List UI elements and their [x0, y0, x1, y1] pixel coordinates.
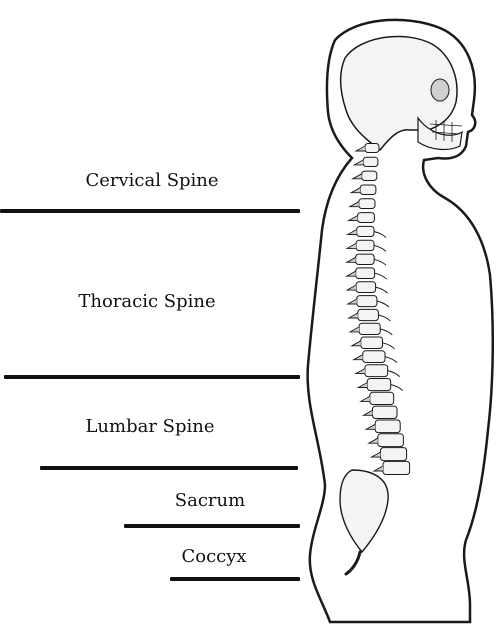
- spinous-process: [346, 215, 358, 222]
- rib-stub: [373, 231, 387, 238]
- vertebra: [355, 267, 376, 279]
- spinous-process: [361, 409, 373, 416]
- rib-stub: [382, 342, 395, 350]
- rib-stub: [378, 314, 391, 322]
- spinous-process: [348, 201, 360, 208]
- sacrum-label: Sacrum: [174, 490, 246, 511]
- vertebra: [355, 281, 377, 294]
- coccyx-bone: [344, 550, 362, 576]
- spinous-process: [345, 284, 357, 291]
- vertebra: [355, 239, 375, 252]
- divider-lumbar-sacrum: [40, 466, 298, 470]
- rib-stub: [380, 328, 393, 336]
- spinous-process: [349, 187, 361, 194]
- vertebra: [364, 143, 380, 153]
- spinous-process: [367, 437, 379, 444]
- vertebra: [361, 170, 378, 182]
- spinous-process: [345, 229, 357, 235]
- teeth-icon: [429, 120, 463, 142]
- rib-stub: [373, 258, 387, 266]
- rib-stub: [387, 370, 401, 377]
- spinous-process: [369, 451, 381, 458]
- rib-stub: [390, 384, 403, 391]
- vertebra: [380, 447, 408, 462]
- thoracic-spine-label: Thoracic Spine: [78, 291, 216, 312]
- rib-stub: [374, 272, 388, 280]
- vertebra: [364, 364, 389, 378]
- vertebra: [358, 198, 376, 210]
- spinous-process: [372, 465, 384, 472]
- vertebra: [357, 308, 379, 322]
- vertebra: [360, 336, 383, 349]
- eye-socket-icon: [430, 78, 450, 102]
- coccyx-label: Coccyx: [181, 546, 247, 567]
- sacrum-bone: [339, 469, 389, 554]
- vertebra: [358, 322, 381, 336]
- spinous-process: [346, 298, 358, 305]
- spinous-process: [354, 145, 366, 152]
- spine-column: [344, 143, 411, 475]
- lumbar-spine-label: Lumbar Spine: [85, 416, 215, 437]
- rib-stub: [384, 356, 398, 364]
- spinous-process: [364, 423, 376, 430]
- vertebra: [359, 184, 377, 195]
- divider-sacrum-coccyx: [124, 524, 300, 528]
- spinous-process: [344, 270, 356, 277]
- divider-coccyx-bottom: [170, 577, 300, 581]
- rib-stub: [375, 286, 388, 294]
- spinous-process: [344, 256, 356, 263]
- spinous-process: [347, 312, 359, 319]
- vertebra: [366, 378, 392, 392]
- spinous-process: [345, 243, 357, 249]
- spinous-process: [359, 396, 371, 402]
- jaw-icon: [417, 116, 463, 151]
- vertebra: [369, 391, 395, 405]
- vertebra: [362, 350, 386, 363]
- vertebra: [372, 405, 398, 420]
- rib-stub: [373, 244, 387, 252]
- divider-cervical-thoracic: [0, 209, 300, 213]
- vertebra: [377, 433, 404, 448]
- vertebra: [382, 460, 411, 475]
- vertebra: [355, 253, 375, 266]
- vertebra: [362, 156, 379, 168]
- spinous-process: [354, 368, 366, 375]
- spinous-process: [348, 326, 360, 333]
- spinous-process: [352, 159, 364, 166]
- spinous-process: [350, 173, 362, 180]
- spinous-process: [351, 354, 363, 361]
- divider-thoracic-lumbar: [4, 375, 300, 379]
- vertebra: [356, 295, 378, 308]
- rib-stub: [376, 300, 390, 308]
- vertebra: [374, 419, 401, 434]
- spinous-process: [356, 382, 368, 388]
- cervical-spine-label: Cervical Spine: [85, 170, 219, 191]
- spinous-process: [350, 340, 362, 347]
- vertebra: [356, 225, 375, 237]
- vertebra: [357, 212, 375, 224]
